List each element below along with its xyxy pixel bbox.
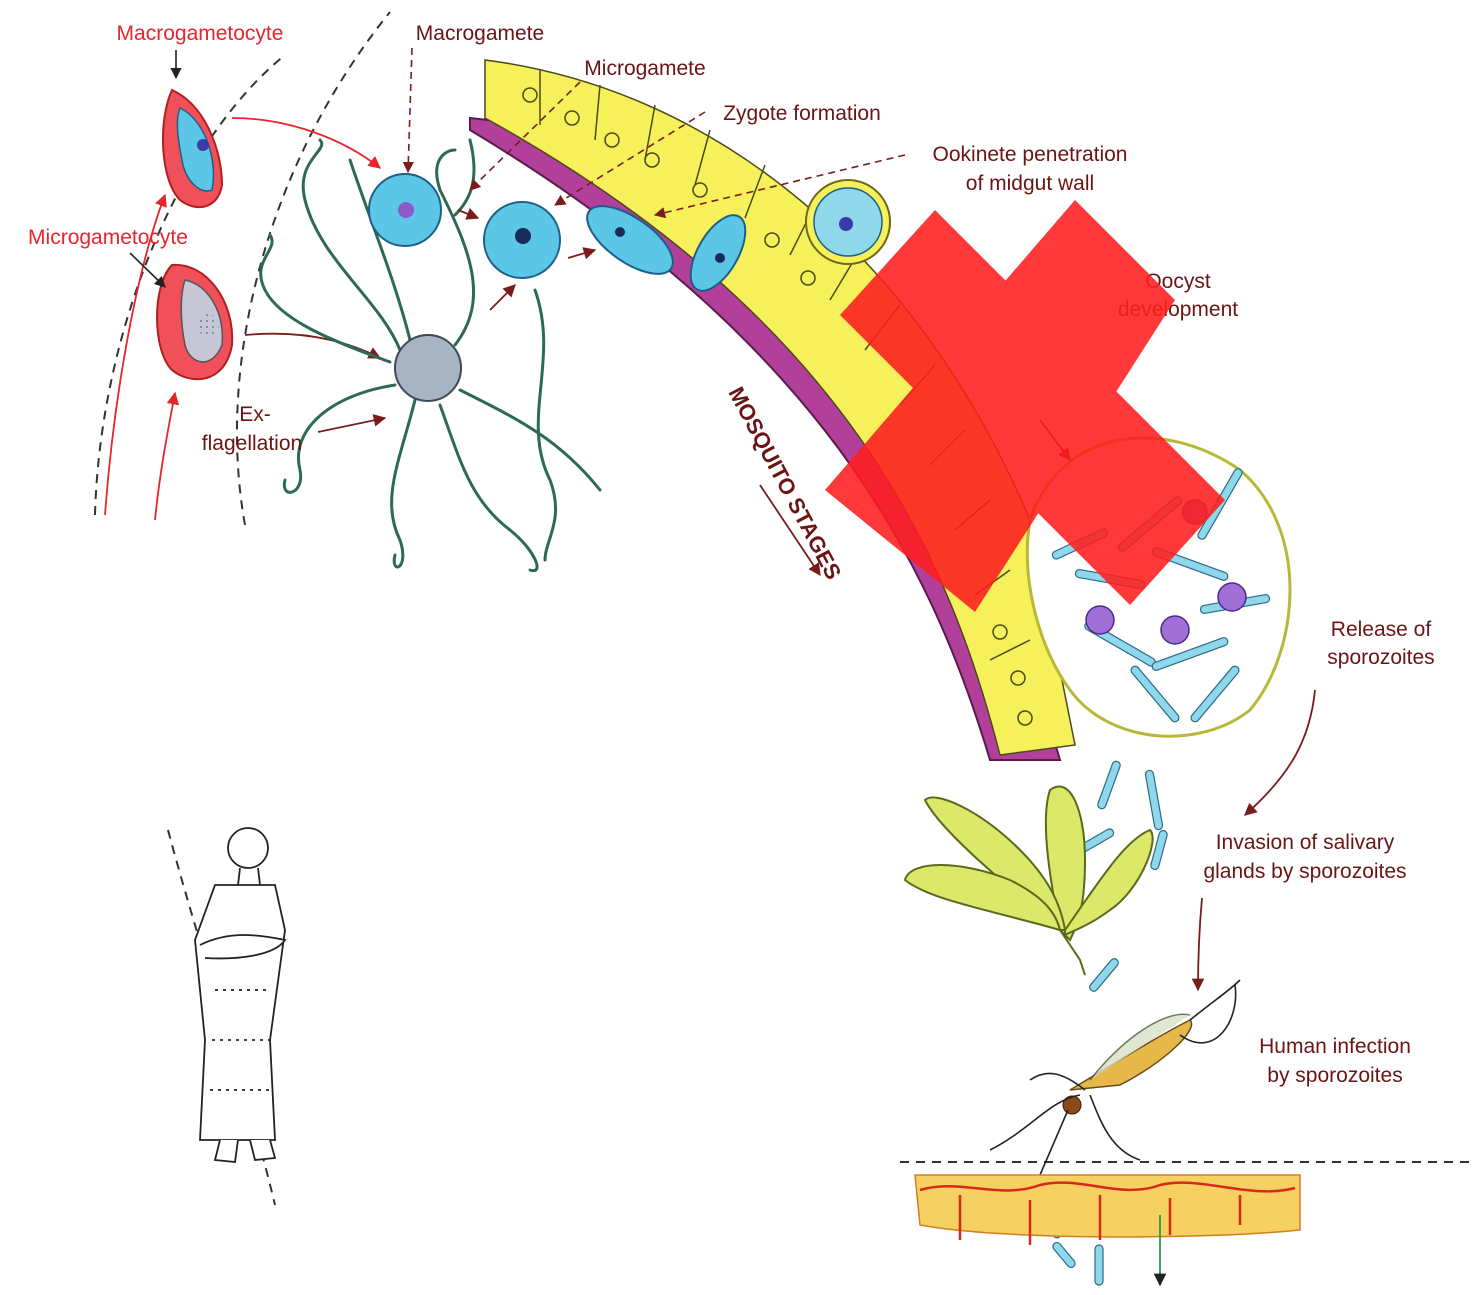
label-invasion-2: glands by sporozoites [1203,860,1406,883]
arrow-invasion-to-human [1198,898,1202,990]
mosquito-illustration [990,980,1240,1175]
arrow-to-exflagellation [245,334,380,358]
arrow-flagellum-zygote [490,285,515,310]
microgametocyte-cell [157,265,232,379]
arrow-blood-up-2 [155,393,175,520]
early-oocyst-cell [806,180,890,264]
label-release-2: sporozoites [1327,646,1434,669]
label-human-1: Human infection [1259,1035,1411,1058]
arrow-oocyst-to-release [1245,690,1315,815]
salivary-gland [905,786,1153,975]
label-release-1: Release of [1331,618,1432,641]
arrow-to-zygote [458,210,478,218]
human-skin-section [915,1175,1300,1285]
label-exflagellation-2: flagellation [202,432,302,455]
label-microgamete: Microgamete [584,57,705,80]
arrow-to-ookinete [568,250,595,258]
label-zygote-formation: Zygote formation [723,102,881,125]
label-invasion-1: Invasion of salivary [1216,831,1395,854]
label-ookinete-1: Ookinete penetration [933,143,1128,166]
label-macrogamete: Macrogamete [416,22,544,45]
label-human-2: by sporozoites [1267,1064,1402,1087]
macrogametocyte-cell [163,90,222,207]
label-macrogametocyte: Macrogametocyte [117,22,284,45]
label-exflagellation-1: Ex- [239,403,271,426]
arrow-exflagellation-label [318,418,385,432]
zygote-cell [484,202,560,560]
leader-macrogamete [408,48,412,172]
label-microgametocyte: Microgametocyte [28,226,188,249]
label-ookinete-2: of midgut wall [966,172,1094,195]
human-figure [195,828,285,1162]
